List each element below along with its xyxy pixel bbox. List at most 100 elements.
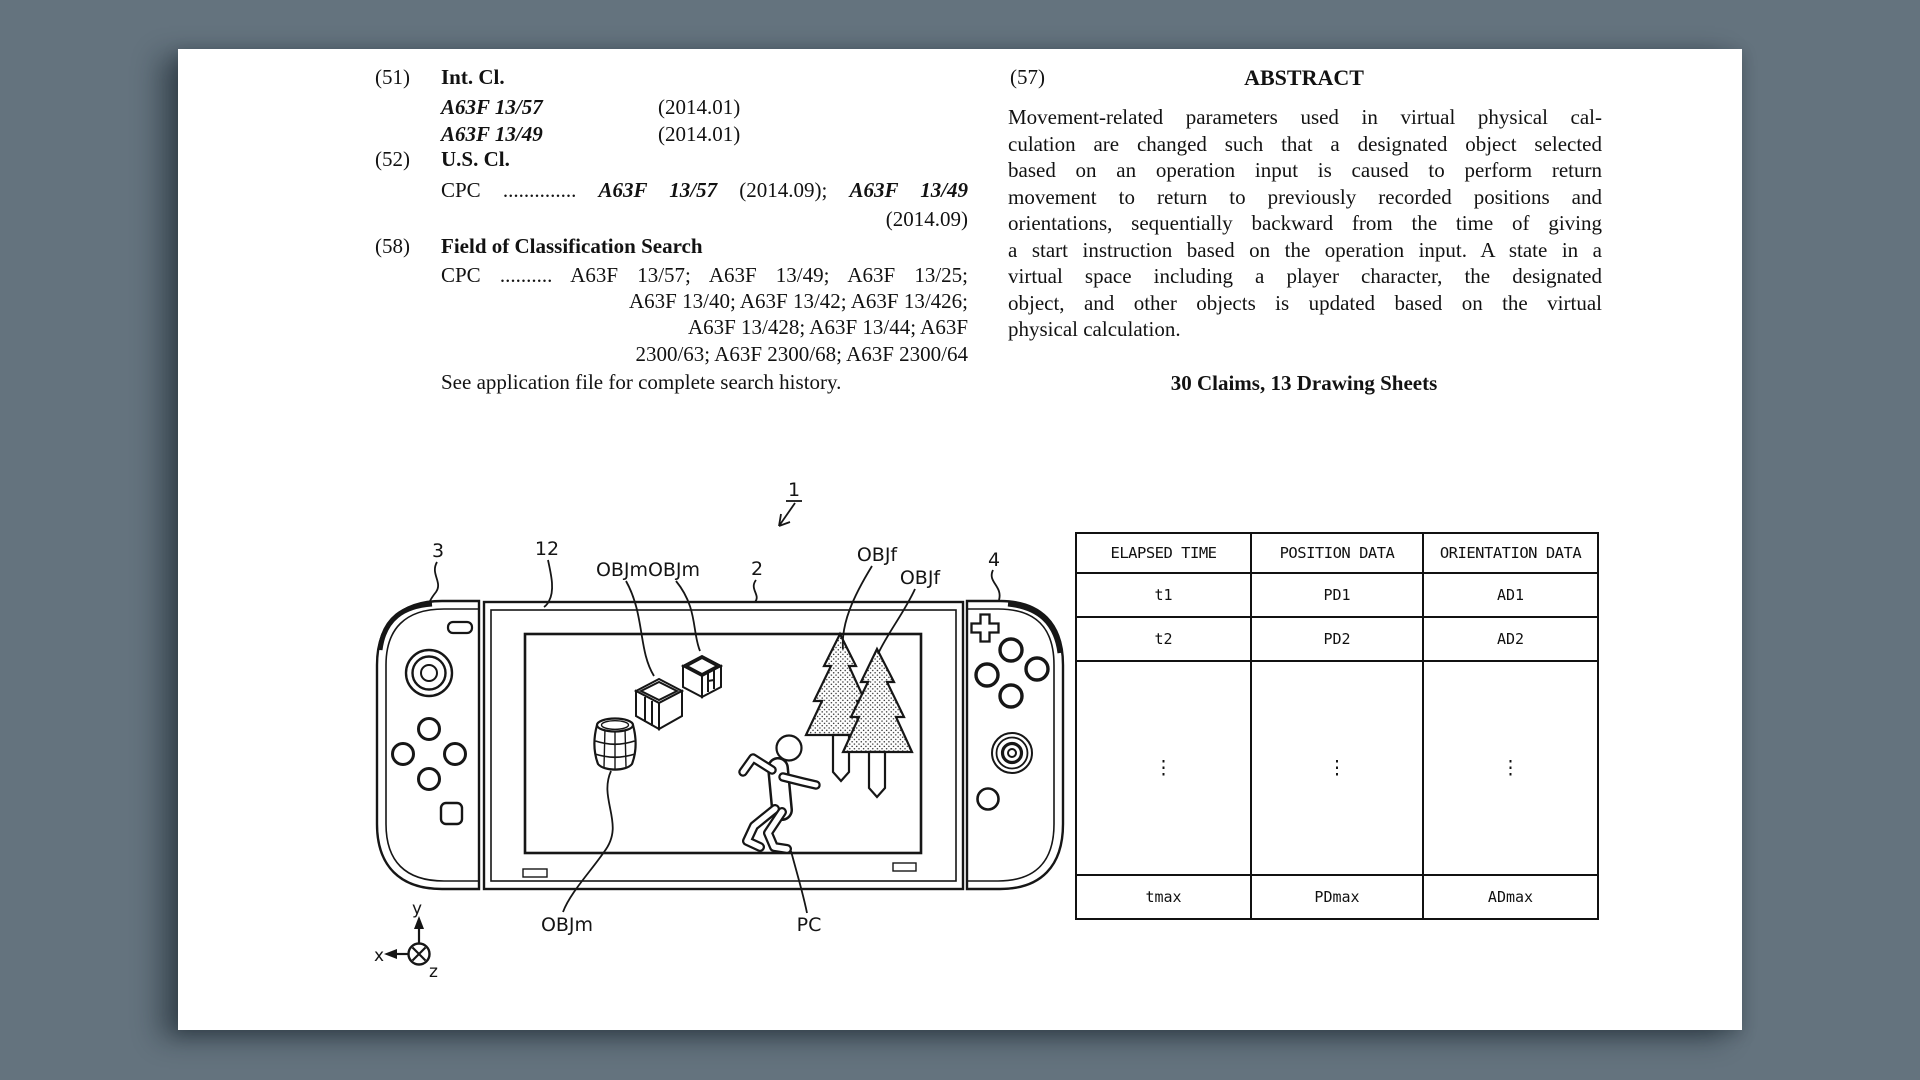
field-51-title: Int. Cl. bbox=[441, 65, 505, 89]
table-row: t2 PD2 AD2 bbox=[1075, 616, 1599, 662]
abstract-line: movement to return to previously recorde… bbox=[1008, 184, 1602, 209]
abstract-line: based on an operation input is caused to… bbox=[1008, 158, 1602, 182]
table-row-ellipsis: ⋮ ⋮ ⋮ bbox=[1075, 660, 1599, 876]
left-joycon bbox=[375, 599, 481, 891]
label-right-controller: 4 bbox=[988, 549, 1000, 571]
table-row: tmax PDmax ADmax bbox=[1075, 874, 1599, 920]
label-display: 12 bbox=[535, 538, 559, 560]
axis-indicator: x y z bbox=[374, 899, 438, 982]
abstract-text: Movement-related parameters used in virt… bbox=[1008, 104, 1602, 343]
search-history-note: See application file for complete search… bbox=[441, 370, 842, 394]
abstract-line: virtual space including a player charact… bbox=[1008, 264, 1602, 288]
leader-lines bbox=[429, 500, 1001, 914]
cell: t2 bbox=[1075, 616, 1252, 662]
abstract-line: a start instruction based on the operati… bbox=[1008, 237, 1602, 262]
label-left-controller: 3 bbox=[432, 540, 444, 562]
int-cl-date: (2014.01) bbox=[658, 95, 741, 119]
console-body bbox=[482, 600, 965, 891]
table-row: t1 PD1 AD1 bbox=[1075, 572, 1599, 618]
display-screen bbox=[523, 632, 923, 855]
cell: AD1 bbox=[1422, 572, 1599, 618]
joycon-corner-accent bbox=[1007, 601, 1063, 654]
cell: PD2 bbox=[1250, 616, 1424, 662]
int-cl-entry: A63F 13/49 (2014.01) bbox=[441, 121, 968, 148]
col-header-position-data: POSITION DATA bbox=[1250, 532, 1424, 574]
int-cl-entry: A63F 13/57 (2014.01) bbox=[441, 94, 968, 121]
abxy-buttons bbox=[974, 637, 1050, 709]
us-cl-date-line: (2014.09) bbox=[885, 207, 968, 231]
search-codes-line: A63F 13/40; A63F 13/42; A63F 13/426; bbox=[629, 289, 968, 313]
plus-button-icon bbox=[970, 613, 1000, 643]
claims-sheets-note: 30 Claims, 13 Drawing Sheets bbox=[1170, 371, 1438, 395]
crate-object bbox=[633, 677, 685, 731]
search-codes: A63F 13/57; A63F 13/49; A63F 13/25; bbox=[570, 263, 969, 287]
int-cl-code: A63F 13/57 bbox=[441, 95, 543, 119]
label-device: 1 bbox=[788, 479, 800, 501]
home-button-icon bbox=[976, 787, 1000, 811]
cpc-label: CPC bbox=[441, 178, 481, 202]
minus-button-icon bbox=[446, 620, 474, 635]
label-player-character: PC bbox=[797, 914, 822, 936]
cell: tmax bbox=[1075, 874, 1252, 920]
table-header-row: ELAPSED TIME POSITION DATA ORIENTATION D… bbox=[1075, 532, 1599, 574]
field-52-title: U.S. Cl. bbox=[441, 147, 510, 171]
cell-ellipsis: ⋮ bbox=[1250, 660, 1424, 876]
abstract-line: physical calculation. bbox=[1008, 317, 1181, 341]
speaker-slot bbox=[892, 862, 917, 872]
axis-y-label: y bbox=[412, 899, 422, 919]
left-analog-stick bbox=[404, 648, 454, 698]
axis-z-label: z bbox=[429, 962, 438, 982]
cell: PDmax bbox=[1250, 874, 1424, 920]
label-objf-right: OBJf bbox=[900, 567, 942, 589]
label-main-body: 2 bbox=[751, 558, 763, 580]
leader-dots: .............. bbox=[502, 178, 577, 202]
right-joycon bbox=[965, 599, 1065, 891]
fir-tree-object bbox=[841, 646, 914, 799]
us-cl-cpc-line: CPC .............. A63F 13/57 (2014.09);… bbox=[441, 177, 968, 204]
search-codes-line: 2300/63; A63F 2300/68; A63F 2300/64 bbox=[635, 342, 968, 366]
axis-x-label: x bbox=[374, 946, 384, 966]
abstract-line: orientations, sequentially backward from… bbox=[1008, 211, 1602, 235]
dpad-buttons bbox=[391, 717, 467, 791]
search-codes-line: A63F 13/428; A63F 13/44; A63F bbox=[687, 315, 968, 339]
field-51-number: (51) bbox=[375, 65, 410, 89]
cpc-code: A63F 13/57 bbox=[598, 178, 718, 202]
col-header-orientation-data: ORIENTATION DATA bbox=[1422, 532, 1599, 574]
patent-front-page: (51) Int. Cl. A63F 13/57 (2014.01) A63F … bbox=[178, 49, 1742, 1030]
cpc-date: (2014.09); bbox=[739, 178, 828, 202]
reference-labels: 1 3 12 OBJm OBJm 2 OBJf OBJf 4 OBJm PC bbox=[432, 479, 1000, 936]
y-arrowhead-icon bbox=[414, 916, 424, 929]
cell: ADmax bbox=[1422, 874, 1599, 920]
cell-ellipsis: ⋮ bbox=[1422, 660, 1599, 876]
label-objf-left: OBJf bbox=[857, 544, 899, 566]
cell: t1 bbox=[1075, 572, 1252, 618]
patent-figure: 1 3 12 OBJm OBJm 2 OBJf OBJf 4 OBJm PC bbox=[374, 479, 1065, 982]
cell: PD1 bbox=[1250, 572, 1424, 618]
crate-object bbox=[680, 654, 724, 699]
game-scene bbox=[593, 631, 914, 854]
field-57-number: (57) bbox=[1010, 65, 1045, 89]
label-objm-top-right: OBJm bbox=[648, 559, 700, 581]
abstract-line: culation are changed such that a designa… bbox=[1008, 131, 1602, 156]
cpc-label: CPC bbox=[441, 263, 481, 287]
abstract-line: Movement-related parameters used in virt… bbox=[1008, 105, 1602, 129]
game-console bbox=[375, 500, 1065, 914]
barrel-object bbox=[593, 717, 637, 771]
col-header-elapsed-time: ELAPSED TIME bbox=[1075, 532, 1252, 574]
int-cl-date: (2014.01) bbox=[658, 122, 741, 146]
field-58-title: Field of Classification Search bbox=[441, 234, 703, 258]
capture-button-icon bbox=[439, 801, 464, 826]
speaker-slot bbox=[522, 868, 548, 878]
x-arrowhead-icon bbox=[384, 949, 397, 959]
search-cpc-line: CPC .......... A63F 13/57; A63F 13/49; A… bbox=[441, 262, 968, 289]
joycon-corner-accent bbox=[377, 601, 433, 651]
int-cl-code: A63F 13/49 bbox=[441, 122, 543, 146]
cell: AD2 bbox=[1422, 616, 1599, 662]
leader-dots: .......... bbox=[499, 263, 553, 287]
player-character-figure bbox=[738, 734, 821, 854]
field-58-number: (58) bbox=[375, 234, 410, 258]
cpc-code: A63F 13/49 bbox=[849, 178, 969, 202]
field-52-number: (52) bbox=[375, 147, 410, 171]
abstract-line: object, and other objects is updated bas… bbox=[1008, 290, 1602, 315]
